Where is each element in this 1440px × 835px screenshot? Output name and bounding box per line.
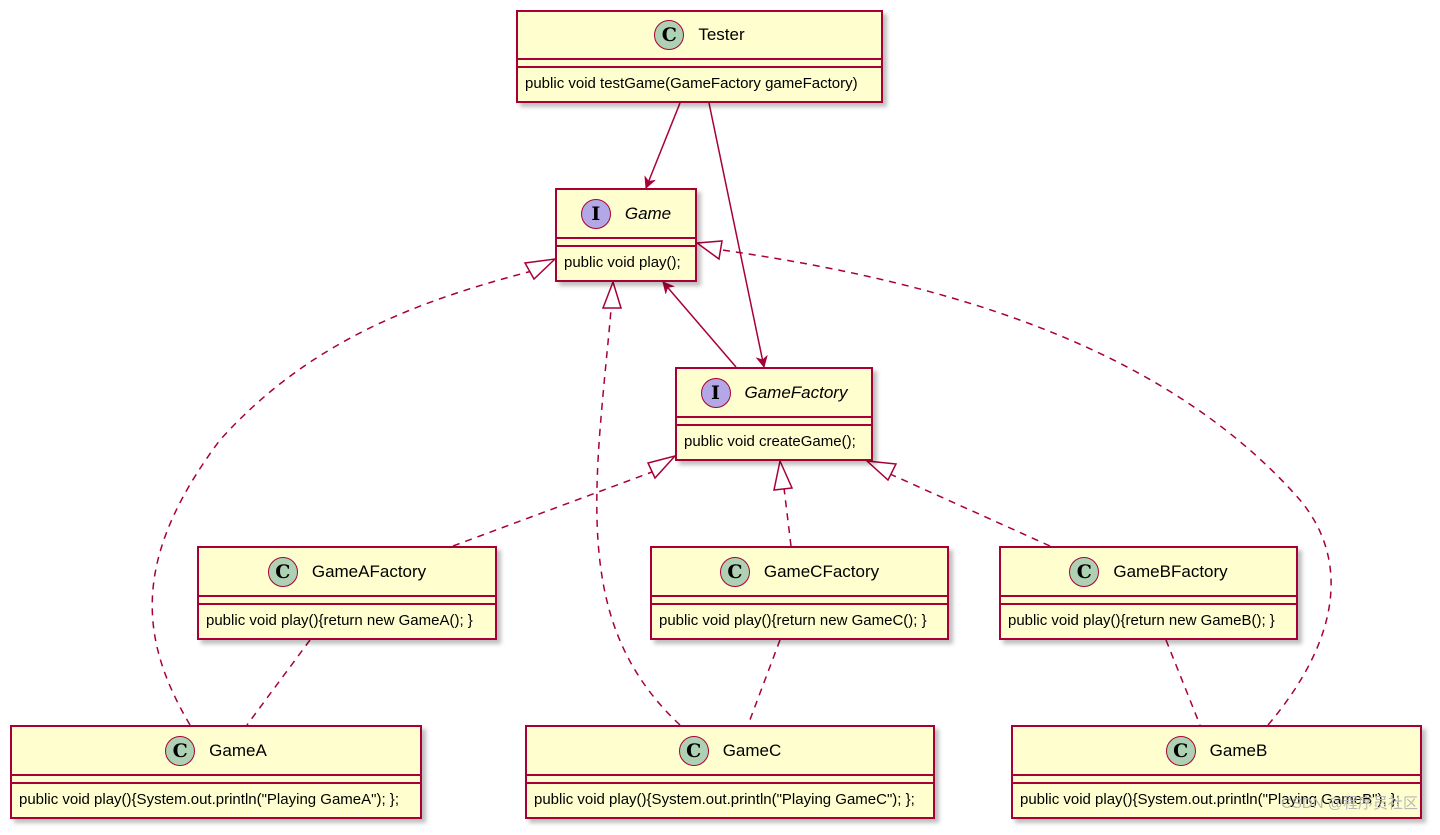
class-gamec-header: C GameC bbox=[527, 727, 933, 776]
attribute-compartment bbox=[557, 239, 695, 247]
edge-tester-gamefactory bbox=[708, 102, 764, 367]
interface-method: public void play(); bbox=[564, 254, 681, 271]
edge-gamecfactory-gamefactory bbox=[783, 487, 792, 547]
edge-gamea-game bbox=[151, 269, 537, 726]
triangle-gameafactory-gamefactory bbox=[646, 454, 678, 480]
attribute-compartment bbox=[12, 776, 420, 784]
class-stereotype-icon: C bbox=[267, 556, 298, 587]
interface-stereotype-icon: I bbox=[580, 198, 611, 229]
attribute-compartment bbox=[527, 776, 933, 784]
triangle-gameb-game bbox=[694, 240, 723, 261]
triangle-gamecfactory-gamefactory bbox=[773, 458, 794, 491]
edge-gameafactory-gamea bbox=[246, 639, 311, 726]
class-stereotype-icon: C bbox=[678, 735, 709, 766]
triangle-gamec-game bbox=[601, 279, 623, 309]
class-stereotype-icon: C bbox=[654, 20, 685, 50]
class-stereotype-icon: C bbox=[1069, 556, 1100, 587]
class-name: GameB bbox=[1209, 740, 1268, 760]
class-name: GameBFactory bbox=[1113, 561, 1228, 581]
triangle-gamea-game bbox=[523, 257, 558, 281]
class-name: Tester bbox=[698, 25, 745, 44]
edge-tester-game bbox=[646, 102, 681, 188]
edge-gameb-game bbox=[721, 249, 1332, 726]
interface-name: GameFactory bbox=[744, 382, 848, 402]
class-tester[interactable]: C Tester public void testGame(GameFactor… bbox=[516, 10, 883, 103]
interface-stereotype-icon: I bbox=[700, 377, 731, 408]
class-stereotype-icon: C bbox=[165, 735, 196, 766]
class-method: public void play(){return new GameA(); } bbox=[206, 612, 473, 629]
class-gamecfactory-header: C GameCFactory bbox=[652, 548, 947, 597]
class-gamea-header: C GameA bbox=[12, 727, 420, 776]
attribute-compartment bbox=[1001, 597, 1296, 605]
interface-name: Game bbox=[624, 203, 672, 223]
attribute-compartment bbox=[652, 597, 947, 605]
class-method: public void play(){System.out.println("P… bbox=[1020, 791, 1400, 808]
class-method: public void play(){System.out.println("P… bbox=[19, 791, 399, 808]
interface-game[interactable]: I Game public void play(); bbox=[555, 188, 697, 282]
class-name: GameA bbox=[209, 740, 267, 760]
class-gameb[interactable]: C GameB public void play(){System.out.pr… bbox=[1011, 725, 1422, 819]
interface-gamefactory[interactable]: I GameFactory public void createGame(); bbox=[675, 367, 873, 461]
class-method: public void play(){return new GameB(); } bbox=[1008, 612, 1275, 629]
class-name: GameC bbox=[722, 740, 782, 760]
attribute-compartment bbox=[677, 418, 871, 426]
class-gamecfactory[interactable]: C GameCFactory public void play(){return… bbox=[650, 546, 949, 640]
class-gamebfactory[interactable]: C GameBFactory public void play(){return… bbox=[999, 546, 1298, 640]
class-stereotype-icon: C bbox=[719, 556, 750, 587]
edge-gamebfactory-gamefactory bbox=[889, 473, 1051, 547]
class-gamebfactory-header: C GameBFactory bbox=[1001, 548, 1296, 597]
edge-gamec-game bbox=[596, 309, 681, 726]
attribute-compartment bbox=[1013, 776, 1420, 784]
class-method: public void play(){System.out.println("P… bbox=[534, 791, 915, 808]
class-stereotype-icon: C bbox=[1165, 735, 1196, 766]
class-method: public void play(){return new GameC(); } bbox=[659, 612, 927, 629]
attribute-compartment bbox=[199, 597, 495, 605]
class-name: GameAFactory bbox=[311, 561, 427, 581]
attribute-compartment bbox=[518, 60, 881, 68]
edge-gamebfactory-gameb bbox=[1165, 639, 1201, 726]
watermark: CSDN @程序员社区 bbox=[1281, 795, 1418, 812]
interface-method: public void createGame(); bbox=[684, 433, 856, 450]
interface-gamefactory-header: I GameFactory bbox=[677, 369, 871, 418]
class-method: public void testGame(GameFactory gameFac… bbox=[525, 75, 858, 92]
class-gamec[interactable]: C GameC public void play(){System.out.pr… bbox=[525, 725, 935, 819]
edge-gamecfactory-gamec bbox=[747, 639, 781, 726]
edge-gamefactory-game bbox=[663, 282, 737, 368]
class-tester-header: C Tester bbox=[518, 12, 881, 60]
class-gameafactory-header: C GameAFactory bbox=[199, 548, 495, 597]
class-gameb-header: C GameB bbox=[1013, 727, 1420, 776]
class-gamea[interactable]: C GameA public void play(){System.out.pr… bbox=[10, 725, 422, 819]
class-gameafactory[interactable]: C GameAFactory public void play(){return… bbox=[197, 546, 497, 640]
interface-game-header: I Game bbox=[557, 190, 695, 239]
triangle-gamebfactory-gamefactory bbox=[864, 460, 898, 482]
class-name: GameCFactory bbox=[763, 561, 880, 581]
edge-gameafactory-gamefactory bbox=[452, 471, 653, 547]
